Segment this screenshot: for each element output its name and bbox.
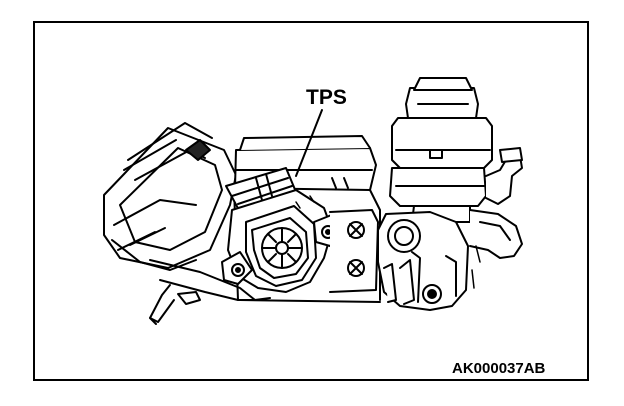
side-plate bbox=[329, 209, 379, 293]
tps-callout-label: TPS bbox=[306, 86, 347, 109]
detail-marks bbox=[295, 195, 481, 289]
left-actuator-housing bbox=[103, 122, 237, 271]
tps-leader-line bbox=[295, 109, 323, 177]
stepper-motor-housing bbox=[377, 211, 469, 311]
figure-id: AK000037AB bbox=[452, 360, 546, 377]
tps-sensor bbox=[221, 167, 343, 293]
isc-valve bbox=[389, 77, 523, 259]
